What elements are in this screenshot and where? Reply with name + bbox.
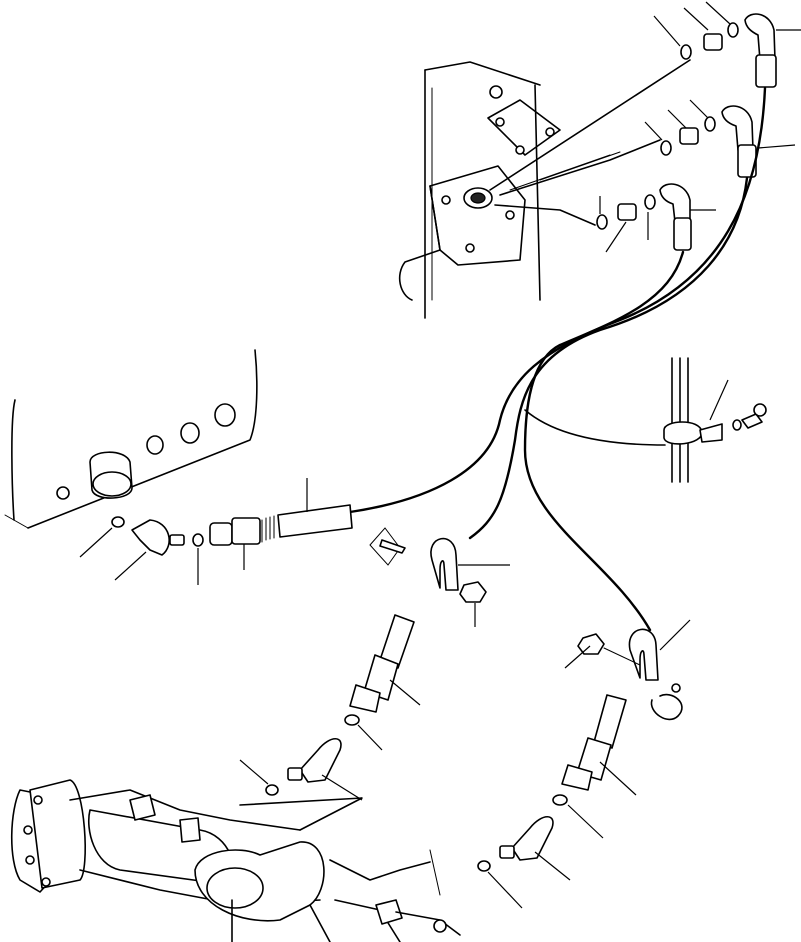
o-ring bbox=[265, 784, 279, 796]
p-clamp bbox=[628, 628, 659, 681]
hose-sleeve bbox=[593, 694, 627, 749]
elbow-hose-fitting bbox=[659, 183, 691, 223]
hose-sleeve bbox=[673, 217, 692, 251]
elbow-fitting bbox=[131, 519, 170, 556]
o-ring bbox=[111, 516, 125, 528]
port-boss bbox=[180, 422, 200, 444]
axle-bore bbox=[206, 867, 264, 909]
pipe-line bbox=[494, 204, 596, 226]
o-ring bbox=[680, 44, 692, 60]
bolt-head-icon bbox=[545, 127, 555, 137]
bolt-head-icon bbox=[489, 85, 503, 99]
nut-fitting bbox=[349, 684, 381, 713]
bolt-head-icon bbox=[495, 117, 505, 127]
o-ring bbox=[344, 714, 360, 726]
bolt bbox=[379, 539, 406, 554]
p-clamp bbox=[430, 537, 459, 591]
o-ring bbox=[660, 140, 672, 156]
clamp-assembly-center bbox=[369, 527, 510, 627]
wheel-hub bbox=[29, 779, 86, 889]
fitting-set-middle bbox=[644, 99, 796, 178]
pipe-line bbox=[499, 139, 661, 196]
pipe-line bbox=[489, 59, 691, 191]
o-ring bbox=[552, 794, 568, 806]
hose-ferrule bbox=[363, 654, 399, 701]
hose-ferrule bbox=[231, 517, 261, 545]
adapter-stub bbox=[287, 767, 303, 781]
nut-fitting bbox=[561, 764, 593, 791]
washer bbox=[671, 683, 681, 693]
adapter-stub bbox=[499, 845, 515, 859]
hose-sleeve-left bbox=[277, 504, 353, 538]
elbow-fitting bbox=[511, 815, 554, 861]
clamp-assembly-middle-right bbox=[564, 619, 691, 721]
bolt-head-icon bbox=[33, 795, 43, 805]
bolt-head-icon bbox=[25, 855, 35, 865]
hose-sleeve bbox=[379, 614, 415, 669]
bolt-head-icon bbox=[505, 210, 515, 220]
hose-sleeve bbox=[755, 54, 777, 88]
nut bbox=[577, 633, 605, 655]
nut-fitting bbox=[209, 522, 233, 546]
o-ring bbox=[727, 22, 739, 38]
adapter-fitting bbox=[617, 203, 637, 221]
o-ring bbox=[596, 214, 608, 230]
o-ring bbox=[704, 116, 716, 132]
bolt-head-icon bbox=[433, 919, 447, 933]
bolt-head-icon bbox=[41, 877, 51, 887]
bolt-head-icon bbox=[441, 195, 451, 205]
fitting-set-top bbox=[653, 1, 801, 88]
bolt-head-icon bbox=[515, 145, 525, 155]
adapter-fitting bbox=[679, 127, 699, 145]
frame-panel-left bbox=[4, 349, 258, 529]
bolt-head-icon bbox=[23, 825, 33, 835]
pipe-clamp bbox=[663, 421, 703, 445]
o-ring bbox=[192, 533, 204, 547]
washer bbox=[732, 419, 742, 431]
nut bbox=[459, 581, 487, 603]
adapter-stub bbox=[169, 534, 185, 546]
hose-end-lower-left bbox=[239, 614, 421, 801]
elbow-hose-fitting bbox=[721, 105, 754, 151]
axle-assembly bbox=[10, 779, 461, 942]
valve-housing bbox=[398, 61, 621, 319]
port-boss bbox=[146, 435, 164, 455]
fitting-set-left bbox=[79, 478, 353, 585]
bolt-head-icon bbox=[56, 486, 70, 500]
elbow-hose-fitting bbox=[744, 13, 776, 61]
o-ring bbox=[644, 194, 656, 210]
clamp-assembly-right bbox=[663, 357, 767, 483]
bolt bbox=[741, 413, 763, 429]
bolt-head-icon bbox=[753, 403, 767, 417]
elbow-fitting bbox=[299, 737, 342, 783]
hose-end-lower-right bbox=[477, 694, 637, 909]
o-ring bbox=[477, 860, 491, 872]
adapter-fitting bbox=[703, 33, 723, 51]
bolt-head-icon bbox=[465, 243, 475, 253]
hose-bundle bbox=[348, 86, 767, 632]
fitting-set-lower bbox=[596, 183, 716, 253]
port-boss bbox=[214, 403, 236, 427]
tie-rod-end bbox=[375, 899, 403, 925]
